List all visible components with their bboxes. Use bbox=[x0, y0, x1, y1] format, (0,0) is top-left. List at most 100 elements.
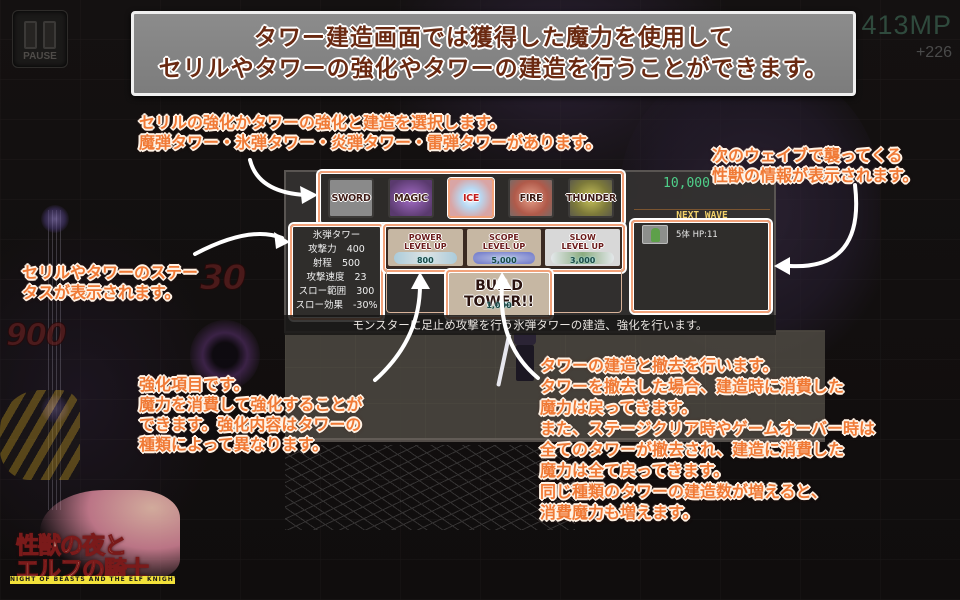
note-line: 全てのタワーが撤去され、建造に消費した bbox=[540, 440, 845, 459]
range-circle-icon bbox=[472, 252, 536, 264]
note-line: 消費魔力も増えます。 bbox=[540, 503, 699, 522]
upgrade-label: LEVEL UP bbox=[404, 242, 447, 251]
mp-counter: 413MP bbox=[861, 10, 952, 40]
game-logo: 性獣の夜と エルフの騎士 NIGHT OF BEASTS AND THE ELF… bbox=[10, 490, 180, 590]
stat-value: 300 bbox=[356, 286, 375, 297]
tab-label: THUNDER bbox=[566, 192, 616, 204]
pause-button[interactable]: PAUSE bbox=[12, 10, 68, 68]
pause-icon bbox=[24, 21, 37, 49]
note-line: タワーの建造と撤去を行います。 bbox=[540, 356, 779, 375]
banner-line: セリルやタワーの強化やタワーの建造を行うことができます。 bbox=[158, 55, 829, 82]
damage-number: 900 bbox=[6, 318, 68, 354]
headline-banner: タワー建造画面では獲得した魔力を使用して セリルやタワーの強化やタワーの建造を行… bbox=[131, 11, 856, 96]
tower-description: モンスターに足止め攻撃を行う氷弾タワーの建造、強化を行います。 bbox=[284, 315, 776, 335]
upgrade-label: POWER bbox=[408, 233, 442, 242]
note-upgrades: 強化項目です。 魔力を消費して強化することが できます。強化内容はタワーの 種類… bbox=[139, 375, 363, 455]
note-line: タスが表示されます。 bbox=[22, 283, 181, 302]
scope-level-up-button[interactable]: SCOPE LEVEL UP 5,000 bbox=[466, 229, 542, 266]
mp-gain: +226 bbox=[915, 44, 952, 61]
dark-vortex bbox=[190, 320, 260, 390]
upgrade-cost: 3,000 bbox=[570, 256, 596, 265]
stat-row: スロー範囲 300 bbox=[294, 285, 379, 299]
stats-title: 氷弾タワー bbox=[312, 230, 361, 241]
note-line: 種類によって異なります。 bbox=[139, 435, 329, 454]
note-line: 次のウェイブで襲ってくる bbox=[712, 146, 903, 165]
enemy-icon bbox=[642, 225, 668, 244]
note-line: また、ステージクリア時やゲームオーバー時は bbox=[540, 419, 876, 438]
hero-legs bbox=[516, 345, 534, 381]
upgrade-label: LEVEL UP bbox=[561, 242, 604, 251]
upgrade-options: POWER LEVEL UP 800 SCOPE LEVEL UP 5,000 … bbox=[386, 227, 622, 268]
note-line: 性獣の情報が表示されます。 bbox=[712, 166, 919, 185]
thorn-bramble bbox=[285, 445, 575, 530]
stat-value: 500 bbox=[341, 258, 361, 269]
stat-value: 400 bbox=[346, 244, 365, 255]
next-wave-title: NEXT WAVE bbox=[634, 209, 770, 222]
tower-stats-panel: 氷弾タワー 攻撃力 400 射程 500 攻撃速度 23 スロー範囲 300 スロー効果… bbox=[294, 227, 379, 316]
logo-title-line: 性獣の夜と bbox=[16, 532, 128, 560]
stone-floor bbox=[285, 330, 825, 440]
tab-magic[interactable]: MAGIC bbox=[388, 178, 434, 218]
build-highlight bbox=[446, 270, 552, 319]
note-line: 魔力は戻ってきます。 bbox=[540, 398, 698, 417]
note-line: できます。強化内容はタワーの bbox=[139, 415, 362, 434]
elf-silhouette bbox=[40, 490, 180, 580]
stat-label: 攻撃速度 bbox=[306, 272, 345, 283]
note-next-wave: 次のウェイブで襲ってくる 性獣の情報が表示されます。 bbox=[712, 146, 918, 186]
stat-row: 攻撃力 400 bbox=[294, 243, 379, 257]
tab-label: SWORD bbox=[331, 192, 371, 204]
note-line: 強化項目です。 bbox=[139, 375, 250, 394]
tab-thunder[interactable]: THUNDER bbox=[566, 178, 616, 218]
stat-row: 射程 500 bbox=[294, 257, 379, 271]
upgrade-cost: 800 bbox=[416, 256, 434, 265]
tab-sword[interactable]: SWORD bbox=[328, 178, 374, 218]
note-line: セリルの強化かタワーの強化と建造を選択します。 bbox=[139, 113, 506, 132]
upgrade-cost: 5,000 bbox=[491, 256, 517, 265]
stat-label: 射程 bbox=[312, 258, 332, 269]
upgrade-label: SCOPE bbox=[489, 233, 519, 242]
next-wave-highlight bbox=[631, 220, 771, 313]
orb-icon bbox=[41, 395, 69, 423]
note-line: セリルやタワーのステー bbox=[22, 263, 199, 282]
stat-value: 23 bbox=[354, 272, 367, 283]
next-wave-panel: 5体 HP:11 bbox=[634, 223, 768, 310]
pause-icon bbox=[43, 21, 56, 49]
damage-number: 30 bbox=[199, 258, 246, 299]
note-line: 同じ種類のタワーの建造数が増えると、 bbox=[540, 482, 827, 501]
stat-label: 攻撃力 bbox=[308, 244, 337, 255]
menu-mp-total: 10,000 bbox=[663, 176, 710, 191]
frozen-monster-icon bbox=[551, 252, 615, 264]
note-line: タワーを撤去した場合、建造時に消費した bbox=[540, 377, 845, 396]
note-build: タワーの建造と撤去を行います。 タワーを撤去した場合、建造時に消費した 魔力は戻… bbox=[540, 355, 875, 523]
slow-level-up-button[interactable]: SLOW LEVEL UP 3,000 bbox=[545, 229, 621, 266]
tab-fire[interactable]: FIRE bbox=[508, 178, 554, 218]
banner-line: タワー建造画面では獲得した魔力を使用して bbox=[253, 24, 734, 51]
stats-highlight bbox=[290, 224, 383, 320]
upgrade-label: SLOW bbox=[569, 233, 596, 242]
tower-type-tabs: SWORD MAGIC ICE FIRE THUNDER bbox=[322, 174, 620, 222]
pause-label: PAUSE bbox=[23, 51, 57, 62]
tab-label: FIRE bbox=[519, 192, 543, 204]
stat-row: スロー効果 -30% bbox=[294, 299, 379, 313]
note-line: 魔力は全て戻ってきます。 bbox=[540, 461, 730, 480]
enemy-info: 5体 HP:11 bbox=[676, 230, 718, 240]
ice-crystal-icon bbox=[394, 252, 457, 264]
stat-value: -30% bbox=[352, 300, 378, 311]
stat-row: 攻撃速度 23 bbox=[294, 271, 379, 285]
upgrades-highlight bbox=[383, 224, 625, 272]
logo-subtitle: NIGHT OF BEASTS AND THE ELF KNIGHT bbox=[10, 576, 175, 584]
power-level-up-button[interactable]: POWER LEVEL UP 800 bbox=[388, 229, 463, 266]
stat-label: スロー範囲 bbox=[298, 286, 347, 297]
note-line: 魔力を消費して強化することが bbox=[139, 395, 363, 414]
stat-label: スロー効果 bbox=[295, 300, 343, 311]
build-cost: 1,000 bbox=[486, 301, 512, 310]
tab-ice[interactable]: ICE bbox=[448, 178, 494, 218]
upgrade-label: LEVEL UP bbox=[482, 242, 526, 251]
tabs-highlight bbox=[318, 171, 624, 225]
tab-label: MAGIC bbox=[394, 192, 428, 204]
striped-beast bbox=[0, 390, 80, 480]
orb-icon bbox=[41, 205, 69, 233]
note-tab-select: セリルの強化かタワーの強化と建造を選択します。 魔弾タワー・氷弾タワー・炎弾タワ… bbox=[139, 113, 601, 153]
floor-edge bbox=[285, 438, 825, 442]
note-line: 魔弾タワー・氷弾タワー・炎弾タワー・雷弾タワーがあります。 bbox=[139, 133, 602, 152]
